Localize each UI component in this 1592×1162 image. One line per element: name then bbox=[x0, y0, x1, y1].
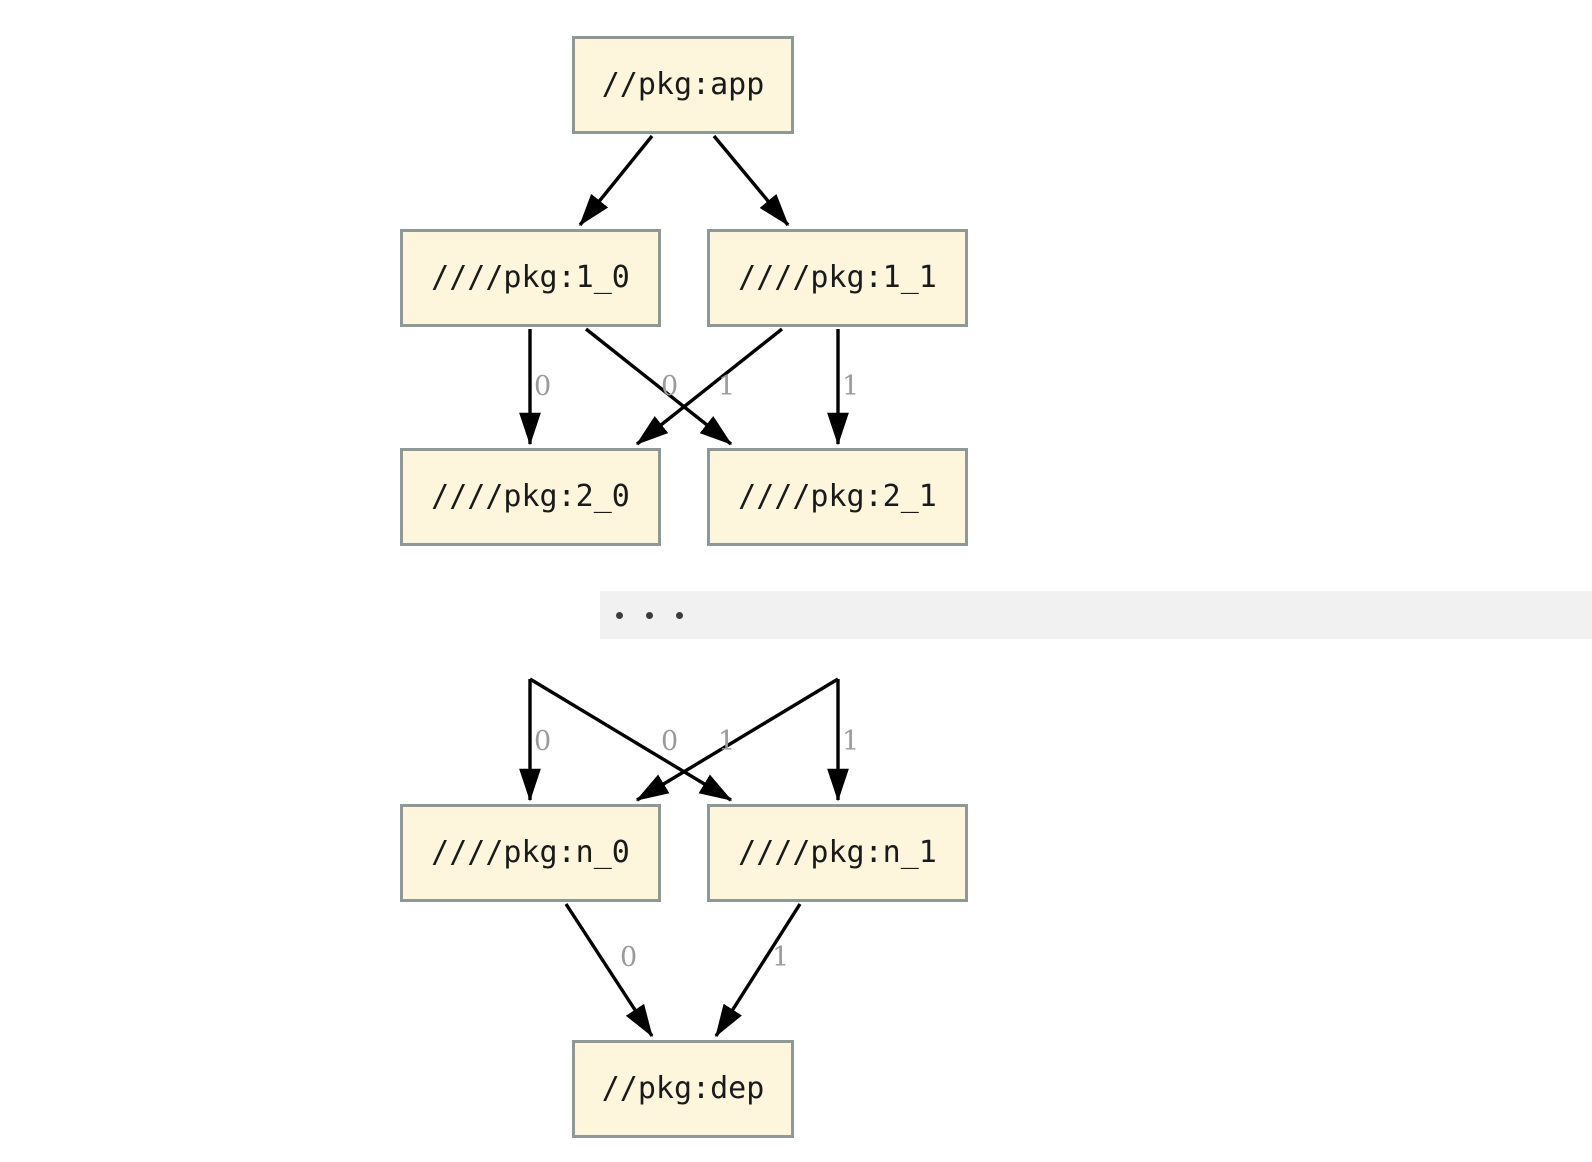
graph-node-app[interactable]: //pkg:app bbox=[572, 36, 794, 134]
graph-edge bbox=[635, 677, 839, 802]
graph-node-label: ////pkg:1_0 bbox=[431, 260, 630, 295]
graph-edge-label: 0 bbox=[661, 726, 679, 757]
graph-node-n2_0[interactable]: ////pkg:2_0 bbox=[400, 448, 661, 546]
graph-edge-label: 1 bbox=[772, 942, 790, 973]
graph-edge-label: 0 bbox=[620, 942, 638, 973]
graph-node-nn_1[interactable]: ////pkg:n_1 bbox=[707, 804, 968, 902]
graph-edge bbox=[564, 903, 654, 1038]
graph-edge bbox=[712, 134, 790, 227]
graph-edge-label: 1 bbox=[718, 726, 736, 757]
graph-node-label: ////pkg:n_0 bbox=[431, 835, 630, 870]
graph-edge-label: 1 bbox=[718, 371, 736, 402]
graph-node-label: ////pkg:1_1 bbox=[738, 260, 937, 295]
graph-edge bbox=[584, 327, 733, 446]
ellipsis-dot bbox=[646, 611, 653, 619]
graph-edge bbox=[578, 134, 654, 227]
graph-node-n1_1[interactable]: ////pkg:1_1 bbox=[707, 229, 968, 327]
ellipsis-dot bbox=[676, 611, 683, 619]
graph-node-label: //pkg:app bbox=[601, 67, 765, 102]
graph-edge bbox=[714, 903, 802, 1038]
ellipsis-dots bbox=[616, 611, 683, 619]
graph-edge-label: 0 bbox=[534, 726, 552, 757]
graph-edge bbox=[635, 327, 784, 446]
graph-node-label: ////pkg:2_0 bbox=[431, 479, 630, 514]
graph-node-n1_0[interactable]: ////pkg:1_0 bbox=[400, 229, 661, 327]
graph-node-nn_0[interactable]: ////pkg:n_0 bbox=[400, 804, 661, 902]
graph-node-label: //pkg:dep bbox=[601, 1071, 765, 1106]
graph-node-label: ////pkg:2_1 bbox=[738, 479, 937, 514]
graph-edge-label: 1 bbox=[842, 726, 860, 757]
graph-edge-label: 0 bbox=[534, 371, 552, 402]
graph-node-dep[interactable]: //pkg:dep bbox=[572, 1040, 794, 1138]
graph-node-label: ////pkg:n_1 bbox=[738, 835, 937, 870]
graph-edge-label: 0 bbox=[661, 371, 679, 402]
ellipsis-band bbox=[600, 591, 1592, 639]
graph-edge bbox=[529, 677, 733, 802]
ellipsis-dot bbox=[616, 611, 623, 619]
graph-edge-label: 1 bbox=[842, 371, 860, 402]
graph-node-n2_1[interactable]: ////pkg:2_1 bbox=[707, 448, 968, 546]
